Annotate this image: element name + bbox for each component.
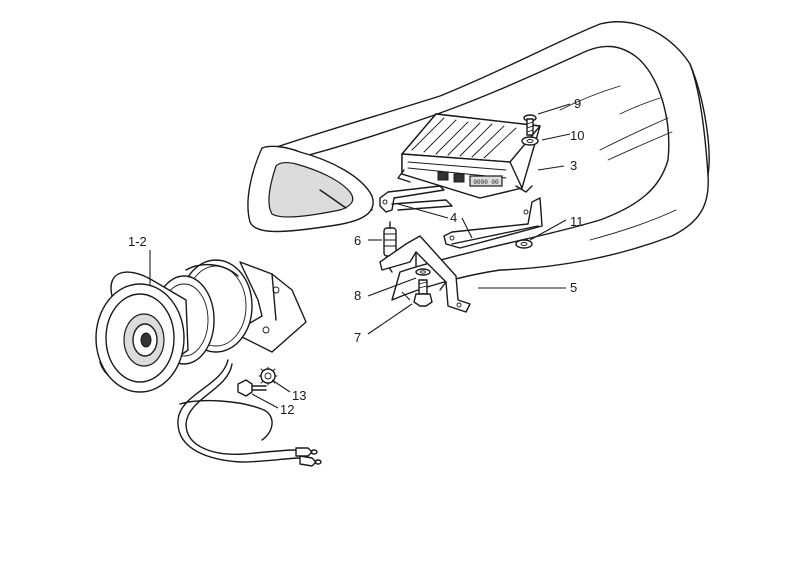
bolt-12 bbox=[237, 379, 267, 397]
callout-4: 4 bbox=[450, 210, 457, 225]
washer-13 bbox=[258, 366, 278, 386]
siren-wiring bbox=[177, 359, 322, 467]
bracket-lower bbox=[443, 197, 543, 249]
nut-11 bbox=[515, 239, 533, 249]
control-unit: 0000 00 bbox=[397, 113, 541, 199]
callout-11: 11 bbox=[570, 214, 584, 229]
callout-7: 7 bbox=[354, 330, 361, 345]
bracket-upper bbox=[379, 185, 453, 213]
callout-13: 13 bbox=[292, 388, 306, 403]
bolt-9 bbox=[523, 114, 537, 136]
bolt-7 bbox=[413, 279, 433, 307]
callout-6: 6 bbox=[354, 233, 361, 248]
callout-5: 5 bbox=[570, 280, 577, 295]
callout-9: 9 bbox=[574, 96, 581, 111]
siren-horn bbox=[95, 259, 307, 393]
callout-3: 3 bbox=[570, 158, 577, 173]
callout-1-2: 1-2 bbox=[128, 234, 147, 249]
unit-marking: 0000 00 bbox=[473, 179, 499, 186]
callout-labels: 1-2 3 4 5 6 7 8 9 10 11 12 13 bbox=[128, 96, 584, 417]
spacer-8 bbox=[415, 268, 431, 276]
washer-10 bbox=[521, 136, 539, 146]
callout-10: 10 bbox=[570, 128, 584, 143]
leader-lines bbox=[149, 103, 571, 409]
callout-8: 8 bbox=[354, 288, 361, 303]
seat bbox=[247, 21, 710, 301]
bracket-5 bbox=[379, 235, 471, 313]
callout-12: 12 bbox=[280, 402, 294, 417]
